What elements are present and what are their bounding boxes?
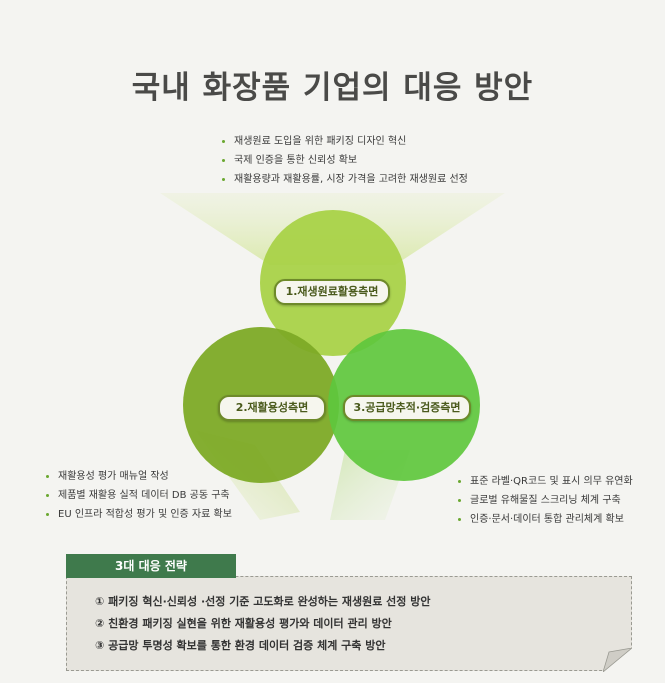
strategy-list: ① 패키징 혁신·신뢰성 ·선정 기준 고도화로 완성하는 재생원료 선정 방안…	[95, 591, 431, 657]
top-bullet-list: 재생원료 도입을 위한 패키징 디자인 혁신 국제 인증을 통한 신뢰성 확보 …	[222, 132, 468, 189]
circle-3-label: 3.공급망추적·검증측면	[343, 395, 471, 421]
list-item: 제품별 재활용 실적 데이터 DB 공동 구축	[46, 486, 232, 505]
strategy-box	[66, 576, 632, 671]
strategy-item: ① 패키징 혁신·신뢰성 ·선정 기준 고도화로 완성하는 재생원료 선정 방안	[95, 595, 431, 608]
strategy-tab: 3대 대응 전략	[66, 554, 236, 578]
circle-2-label: 2.재활용성측면	[218, 395, 326, 421]
list-item: 인증·문서·데이터 통합 관리체계 확보	[458, 510, 633, 529]
circle-1-label: 1.재생원료활용측면	[274, 279, 390, 305]
list-item: 재활용성 평가 매뉴얼 작성	[46, 467, 232, 486]
right-bullet-list: 표준 라벨·QR코드 및 표시 의무 유연화 글로벌 유해물질 스크리닝 체계 …	[458, 472, 633, 529]
page-curl-icon	[603, 648, 632, 672]
list-item: 재생원료 도입을 위한 패키징 디자인 혁신	[222, 132, 468, 151]
list-item: EU 인프라 적합성 평가 및 인증 자료 확보	[46, 505, 232, 524]
list-item: 글로벌 유해물질 스크리닝 체계 구축	[458, 491, 633, 510]
left-bullet-list: 재활용성 평가 매뉴얼 작성 제품별 재활용 실적 데이터 DB 공동 구축 E…	[46, 467, 232, 524]
strategy-item: ② 친환경 패키징 실현을 위한 재활용성 평가와 데이터 관리 방안	[95, 617, 392, 630]
list-item: 표준 라벨·QR코드 및 표시 의무 유연화	[458, 472, 633, 491]
list-item: 재활용량과 재활용률, 시장 가격을 고려한 재생원료 선정	[222, 170, 468, 189]
page-title: 국내 화장품 기업의 대응 방안	[131, 70, 534, 106]
strategy-item: ③ 공급망 투명성 확보를 통한 환경 데이터 검증 체계 구축 방안	[95, 639, 386, 652]
list-item: 국제 인증을 통한 신뢰성 확보	[222, 151, 468, 170]
